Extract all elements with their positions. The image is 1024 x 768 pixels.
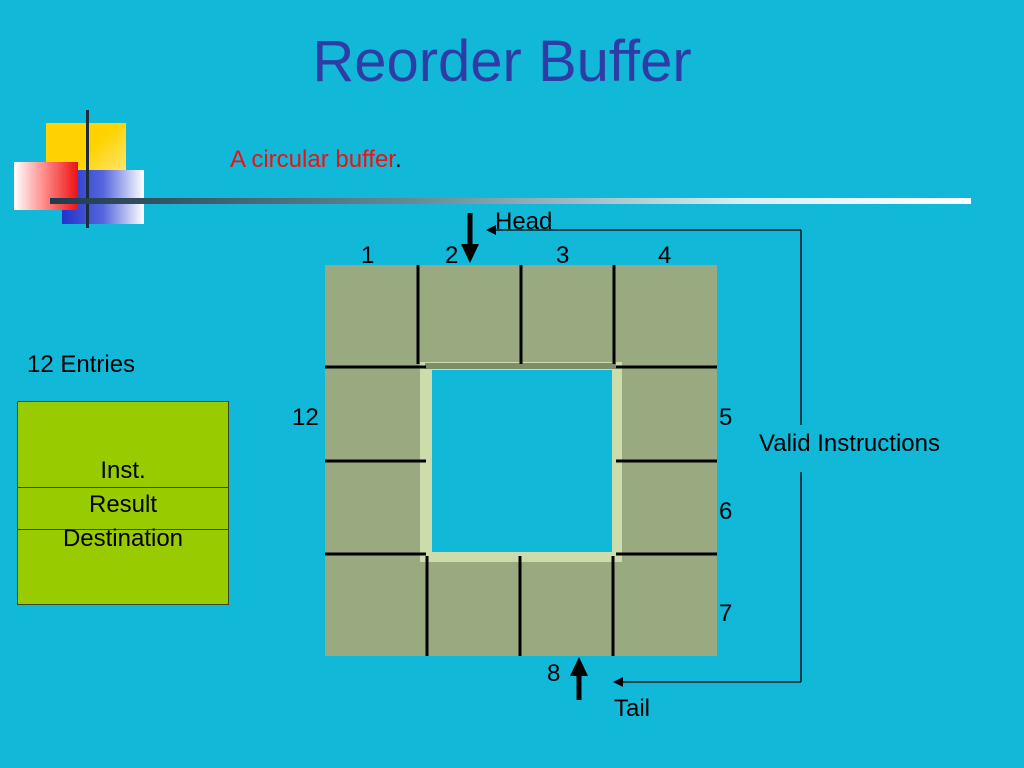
valid-range-bracket	[495, 229, 802, 683]
entry-format-box: Inst. Result Destination	[17, 401, 229, 605]
ring-inner-hole	[432, 370, 612, 552]
entry-field-divider	[18, 529, 228, 530]
slot-number-2: 2	[445, 242, 458, 269]
tail-pointer-arrow-icon	[613, 677, 623, 687]
slot-number-1: 1	[361, 242, 374, 269]
entries-count-label: 12 Entries	[27, 351, 136, 378]
tail-arrow-icon	[570, 657, 588, 676]
title-divider-line	[50, 198, 971, 204]
slot-number-6: 6	[719, 498, 732, 525]
slot-number-3: 3	[556, 242, 569, 269]
head-pointer-arrow-icon	[486, 225, 496, 235]
tail-label: Tail	[614, 695, 650, 722]
valid-instructions-label: Valid Instructions	[759, 430, 940, 457]
subtitle: A circular buffer.	[230, 146, 402, 173]
slot-number-8: 8	[547, 660, 560, 687]
slot-number-7: 7	[719, 600, 732, 627]
entry-field-inst: Inst.	[100, 457, 146, 484]
entry-field-divider	[18, 487, 228, 488]
slot-number-4: 4	[658, 242, 671, 269]
entry-field-destination: Destination	[62, 525, 184, 552]
slot-dividers	[325, 265, 717, 656]
head-arrow-icon	[461, 244, 479, 263]
head-label: Head	[495, 208, 552, 235]
slot-number-12: 12	[292, 404, 319, 431]
slot-number-5: 5	[719, 404, 732, 431]
entry-field-result: Result	[88, 491, 158, 518]
slide-title: Reorder Buffer	[312, 29, 692, 94]
deco-vertical-line	[86, 110, 89, 228]
